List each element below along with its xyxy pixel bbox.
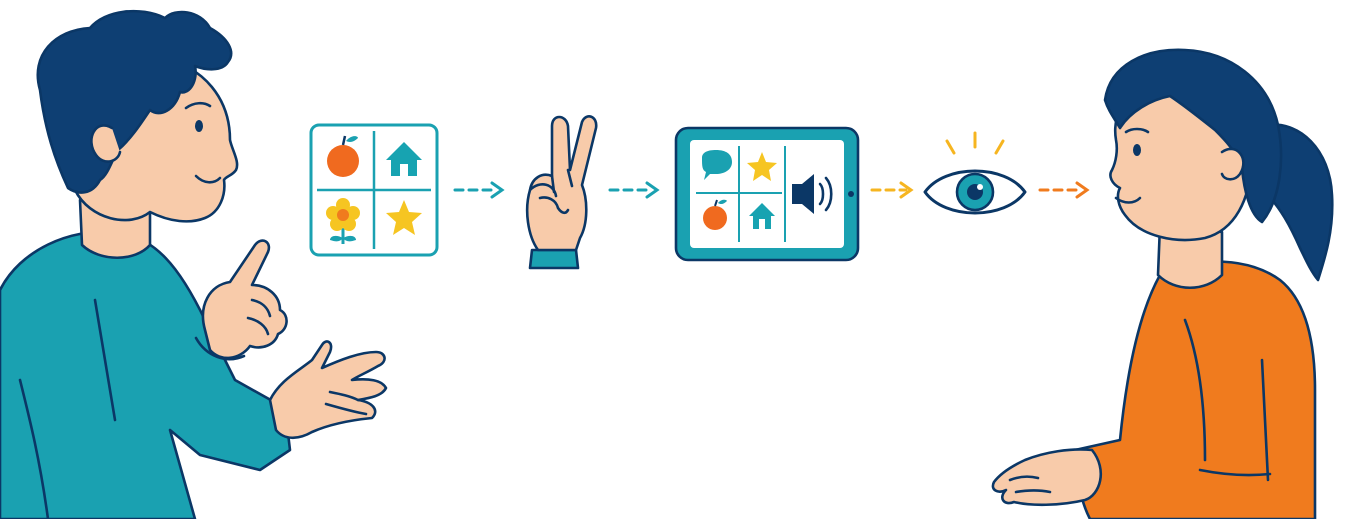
man-gesturing-icon — [0, 9, 388, 519]
house-icon — [386, 142, 422, 176]
arrow-step1-to-step2 — [453, 181, 505, 199]
woman-eye — [1133, 144, 1141, 156]
man-eye — [195, 120, 203, 132]
star-icon — [386, 200, 422, 235]
woman-brow — [1124, 127, 1150, 134]
man-ear — [90, 124, 122, 163]
flower-icon — [326, 198, 360, 244]
woman-shirt — [1073, 260, 1317, 519]
arrow-step3-to-step4 — [870, 181, 914, 199]
speech-tablet-icon — [674, 126, 860, 262]
picture-symbol-board-icon — [309, 123, 439, 257]
woman-hand — [991, 448, 1102, 507]
speaker-icon — [792, 174, 833, 214]
speech-bubble-icon — [702, 150, 732, 180]
hand-sign-icon — [525, 115, 598, 270]
eye-icon — [923, 131, 1027, 215]
man-brow — [184, 101, 212, 110]
arrow-step4-to-listener — [1038, 181, 1090, 199]
man-hair — [36, 9, 233, 194]
woman-listening-icon — [991, 48, 1334, 519]
woman-smile — [1114, 196, 1142, 204]
arrow-step2-to-step3 — [608, 181, 660, 199]
man-smile — [194, 174, 222, 184]
apple-icon — [327, 135, 359, 177]
man-open-hand — [268, 340, 388, 440]
woman-hair — [1103, 48, 1283, 224]
tablet-apple-icon — [703, 199, 727, 230]
tablet-star-icon — [747, 152, 777, 181]
tablet-house-icon — [749, 203, 775, 229]
man-pointing-hand — [201, 239, 288, 360]
woman-ear — [1220, 147, 1245, 181]
